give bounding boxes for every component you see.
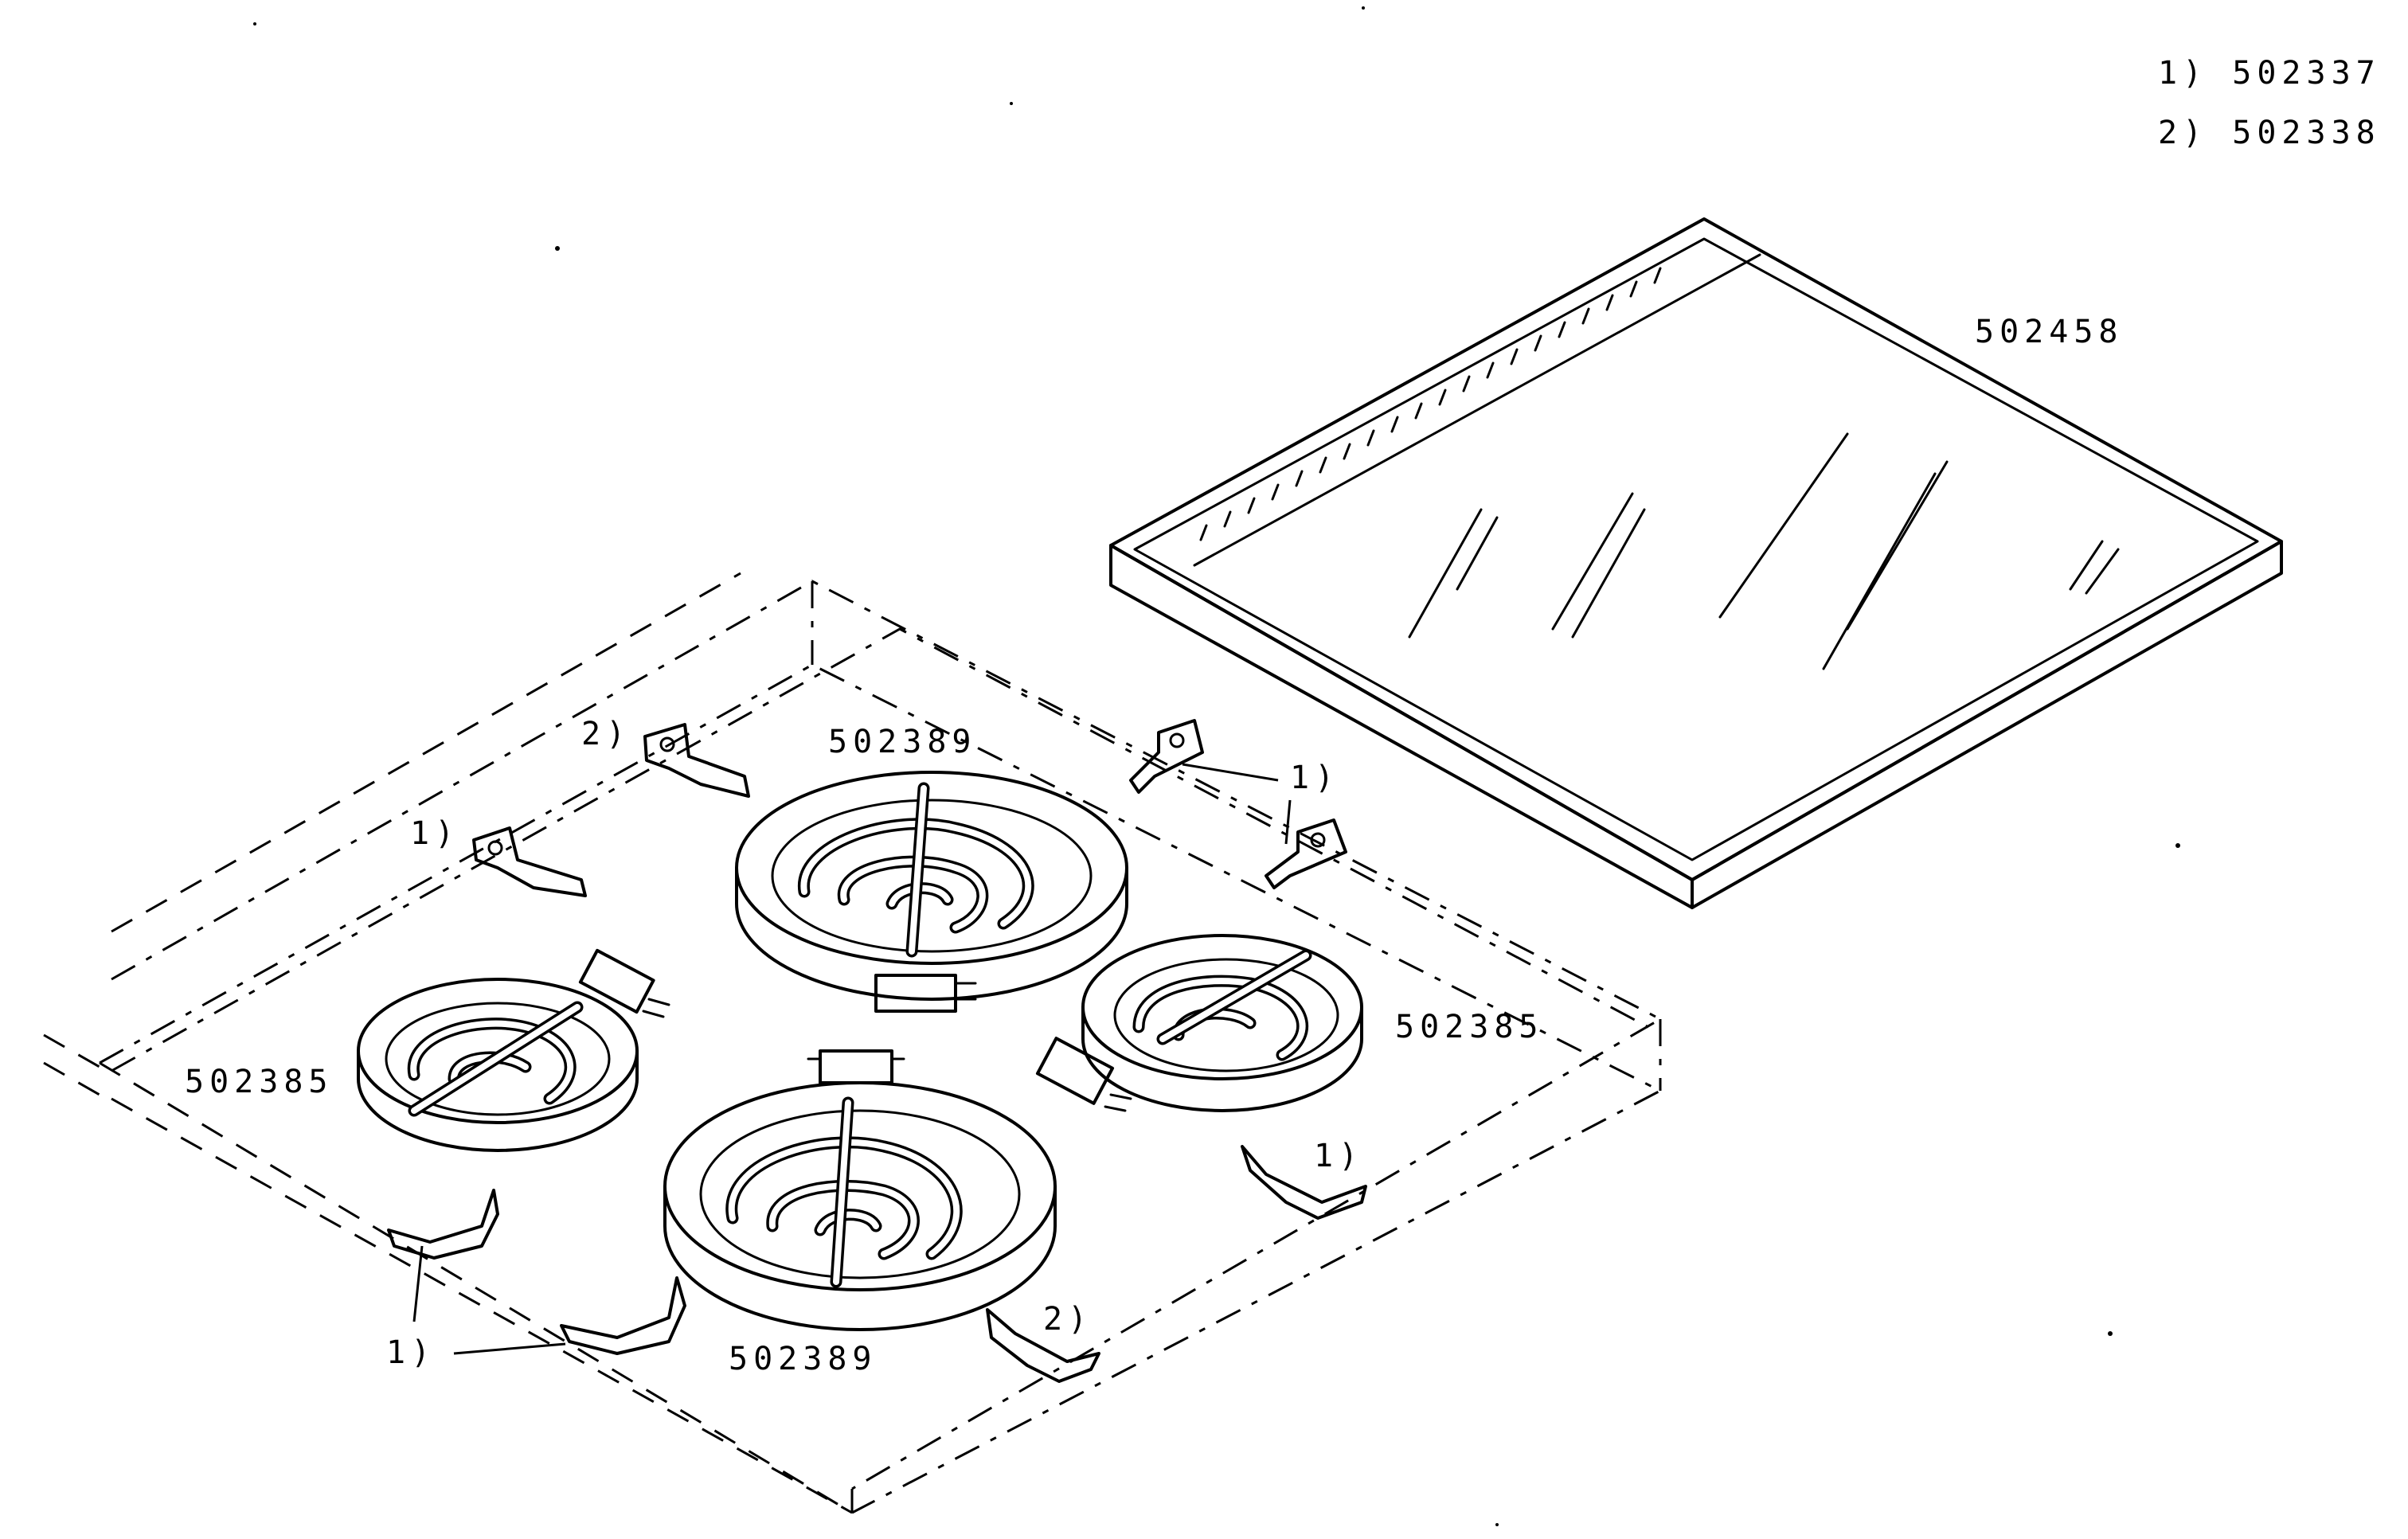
mounting-clip-front-left-outer [387,1189,499,1260]
burner-left-small [357,948,670,1152]
glass-reflections [1408,432,2120,670]
legend: 1) 502337 2) 502338 [2158,55,2381,151]
leader-front-left-b [453,1342,566,1355]
leader-rear-right-b [1284,799,1292,845]
callout-left: 1) [410,815,459,852]
burner-front-large-part-number: 502389 [729,1341,878,1377]
burner-right-small [1035,934,1363,1112]
callout-front-mid: 2) [1043,1301,1093,1338]
callout-front-left: 1) [386,1334,436,1371]
mounting-clip-rear-left [643,723,750,798]
cooktop-frame-outline [43,572,1663,1514]
callout-front-right: 1) [1314,1138,1363,1174]
burner-rear-large-part-number: 502389 [828,724,977,760]
burner-rear-large [735,771,1128,1013]
vent-slots [1199,267,1662,541]
leader-front-left-a [412,1245,424,1322]
mounting-clip-front-right [1241,1145,1367,1220]
burner-left-small-part-number: 502385 [185,1064,334,1100]
burner-right-small-part-number: 502385 [1395,1009,1544,1045]
mounting-clip-right [1265,818,1347,889]
mounting-clip-left [472,826,587,897]
mounting-clip-front-left-inner [560,1276,686,1355]
mounting-clip-front-mid [986,1308,1100,1383]
glass-top-panel [1109,217,2283,909]
glass-top-part-number: 502458 [1975,314,2124,350]
callout-rear-left: 2) [581,716,631,752]
legend-item-2: 2) 502338 [2158,115,2381,151]
callout-rear-right: 1) [1290,760,1339,796]
burner-front-large [663,1049,1057,1331]
leader-rear-right-a [1182,763,1279,782]
mounting-clip-rear-right [1129,719,1204,794]
scan-specks [253,6,2180,1526]
legend-item-1: 1) 502337 [2158,55,2381,92]
